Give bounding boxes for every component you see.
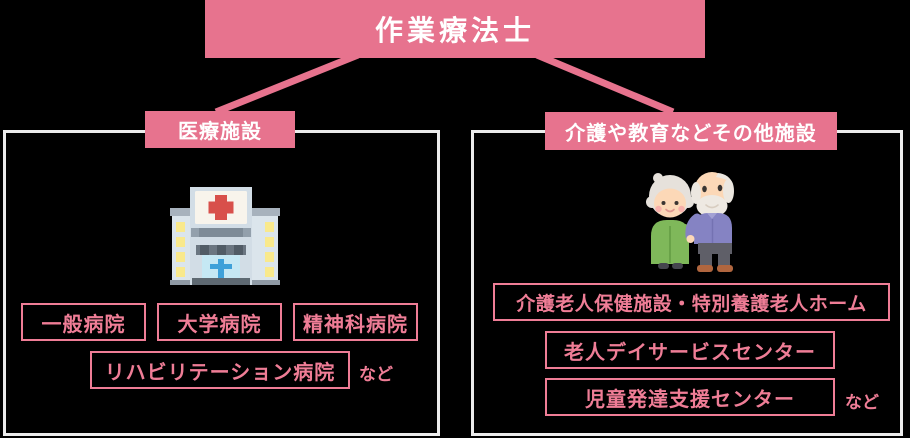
- facility-item-care-health-facility: 介護老人保健施設・特別養護老人ホーム: [493, 283, 890, 321]
- etc-label-left: など: [359, 365, 393, 384]
- facility-item-day-service-center: 老人デイサービスセンター: [545, 331, 835, 369]
- facility-item-general-hospital: 一般病院: [21, 303, 146, 341]
- facility-item-psychiatric-hospital: 精神科病院: [293, 303, 418, 341]
- hospital-icon: [170, 187, 280, 285]
- title-box: 作業療法士: [205, 0, 705, 58]
- facility-item-rehabilitation-hospital: リハビリテーション病院: [90, 351, 350, 389]
- right-connector-line: [535, 51, 675, 116]
- left-connector-line: [214, 51, 360, 116]
- elderly-couple-icon: [646, 172, 734, 272]
- page-title: 作業療法士: [374, 15, 535, 46]
- other-facilities-label-box: 介護や教育などその他施設: [545, 112, 837, 150]
- medical-facilities-label-box: 医療施設: [145, 111, 295, 148]
- facility-item-child-development-center: 児童発達支援センター: [545, 378, 835, 416]
- other-facilities-label: 介護や教育などその他施設: [565, 122, 817, 145]
- etc-label-right: など: [845, 393, 879, 412]
- medical-facilities-label: 医療施設: [178, 121, 262, 143]
- facility-item-university-hospital: 大学病院: [157, 303, 282, 341]
